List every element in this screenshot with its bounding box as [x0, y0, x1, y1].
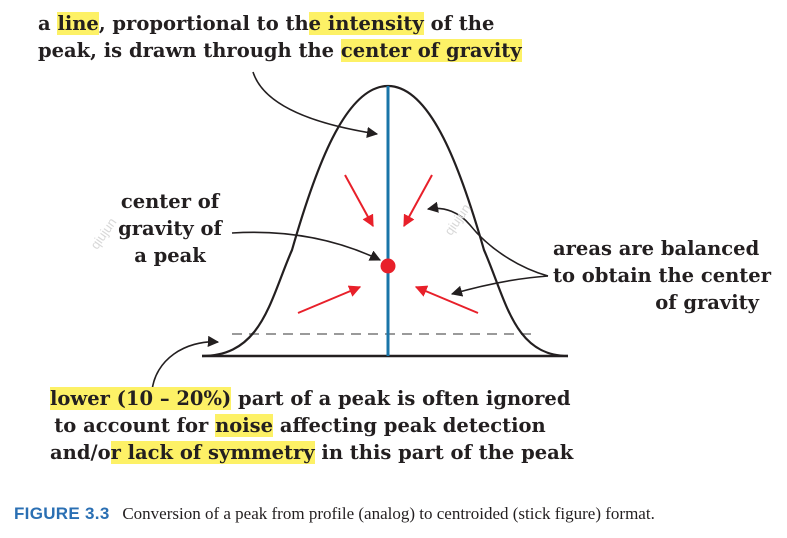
red-arrow-lower-right [414, 285, 479, 314]
bottom-annotation-line2: to account for noise affecting peak dete… [54, 414, 546, 437]
red-arrow-upper-right [403, 174, 433, 228]
callout-arrow-bottom [151, 335, 220, 392]
red-arrow-upper-left [344, 174, 374, 228]
lower-part-annotation: lower (10 – 20%) part of a peak is often… [50, 385, 574, 466]
figure-label: FIGURE 3.3 [14, 504, 110, 523]
peak-profile-curve [201, 84, 569, 358]
callout-arrow-top [252, 71, 379, 138]
figure-caption: FIGURE 3.3 Conversion of a peak from pro… [14, 504, 655, 524]
center-of-gravity-label: center of gravity of a peak [118, 190, 222, 267]
center-of-gravity-dot [380, 258, 396, 274]
top-annotation: a line, proportional to the intensity of… [38, 10, 522, 64]
callout-arrow-right-lower [450, 275, 549, 297]
figure-caption-text: Conversion of a peak from profile (analo… [122, 504, 655, 523]
top-annotation-line1: a line, proportional to the intensity of… [38, 12, 495, 35]
bottom-annotation-line1: lower (10 – 20%) part of a peak is often… [50, 387, 571, 410]
red-arrow-lower-left [297, 285, 362, 314]
callout-arrow-left [231, 231, 382, 261]
areas-balanced-label: areas are balanced to obtain the center … [553, 237, 771, 314]
callout-arrow-right-upper [426, 201, 549, 277]
bottom-annotation-line3: and/or lack of symmetry in this part of … [50, 441, 574, 464]
top-annotation-line2: peak, is drawn through the center of gra… [38, 39, 522, 62]
